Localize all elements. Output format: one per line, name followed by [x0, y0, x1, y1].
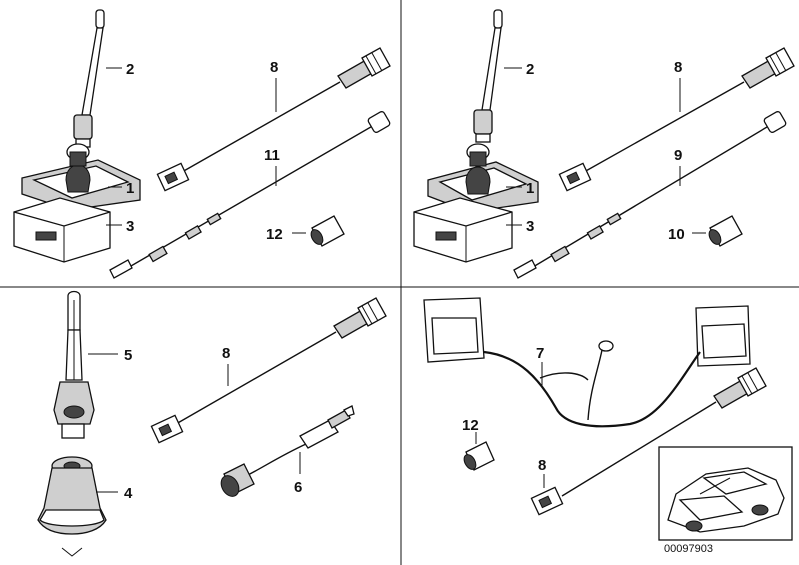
amplifier-box-part [13, 197, 111, 263]
callout-12: 12 [266, 226, 283, 243]
antenna-cable-part [156, 47, 391, 192]
callout-8: 8 [222, 345, 230, 362]
antenna-cable-long-part [513, 111, 787, 279]
panel-bottom-right: 7 12 8 00097903 [423, 297, 793, 555]
callout-7: 7 [536, 345, 544, 362]
callout-1: 1 [526, 180, 534, 197]
antenna-cable-part [530, 367, 767, 516]
adapter-part [708, 215, 743, 247]
callout-1: 1 [126, 180, 134, 197]
adapter-part [463, 441, 495, 471]
callout-2: 2 [526, 61, 534, 78]
antenna-cable-long-part [109, 111, 391, 279]
callout-9: 9 [674, 147, 682, 164]
antenna-cable-part [558, 47, 795, 192]
window-antenna-kit-part [423, 297, 751, 428]
diagram-code: 00097903 [664, 543, 713, 555]
amplifier-box-part [413, 197, 513, 263]
callout-6: 6 [294, 479, 302, 496]
adapter-part [310, 215, 345, 247]
callout-3: 3 [126, 218, 134, 235]
callout-3: 3 [526, 218, 534, 235]
antenna-foot-part [37, 456, 107, 557]
antenna-mast-part [473, 9, 503, 143]
panel-top-right: 2 1 3 8 9 10 [413, 9, 795, 279]
callout-2: 2 [126, 61, 134, 78]
panel-top-left: 2 1 3 8 11 12 [13, 9, 391, 279]
callout-12: 12 [462, 417, 479, 434]
rod-antenna-part [53, 290, 95, 439]
panel-bottom-left: 5 4 8 6 [37, 290, 387, 557]
antenna-mast-part [73, 9, 105, 148]
callout-8: 8 [538, 457, 546, 474]
callout-10: 10 [668, 226, 685, 243]
callout-4: 4 [124, 485, 133, 502]
antenna-cable-part [150, 297, 387, 444]
callout-8: 8 [674, 59, 682, 76]
callout-11: 11 [264, 147, 280, 164]
callout-8: 8 [270, 59, 278, 76]
vehicle-inset [658, 446, 793, 541]
callout-5: 5 [124, 347, 132, 364]
antenna-base-part [427, 143, 539, 213]
antenna-base-part [21, 143, 141, 211]
adapter-cable-part [220, 405, 355, 497]
